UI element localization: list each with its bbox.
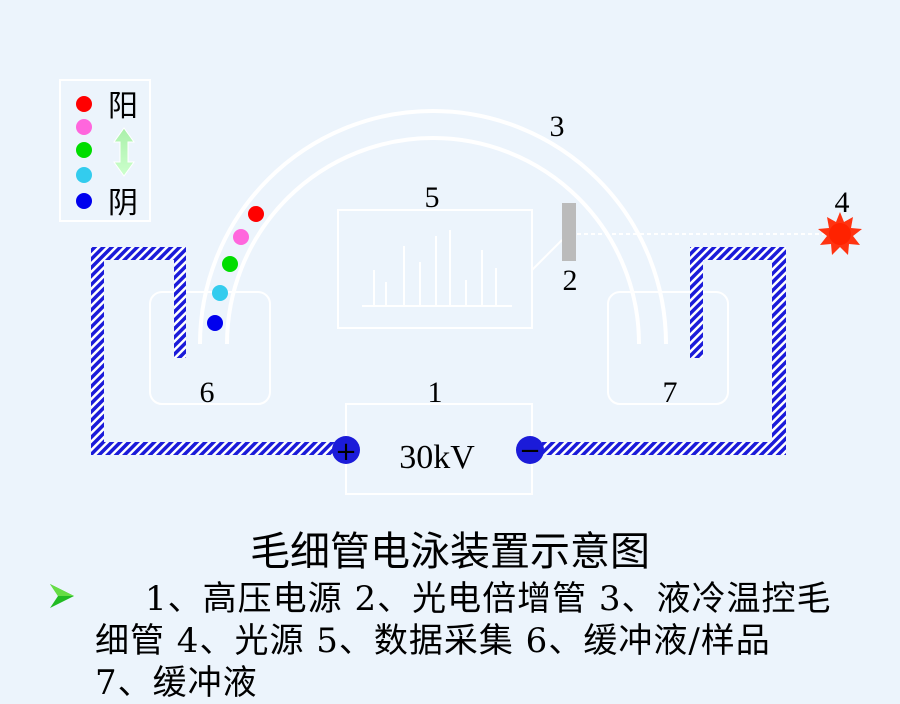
label-buffer: 7 — [663, 376, 678, 409]
sample-dot-cyan — [212, 285, 228, 301]
photomultiplier-detector — [562, 203, 576, 261]
component-legend-text: 1、高压电源 2、光电倍增管 3、液冷温控毛细管 4、光源 5、数据采集 6、缓… — [95, 579, 832, 703]
label-pmt: 2 — [563, 264, 578, 297]
legend-dot-blue — [76, 193, 92, 209]
legend-cathode-label: 阴 — [108, 186, 138, 221]
sample-dot-red — [248, 206, 264, 222]
label-light-source: 4 — [835, 186, 850, 219]
legend-anode-label: 阳 — [108, 89, 138, 124]
migration-legend: 阳 阴 — [59, 79, 151, 222]
label-capillary: 3 — [550, 110, 565, 143]
diagram-caption-title: 毛细管电泳装置示意图 — [250, 529, 650, 575]
positive-terminal: + — [332, 436, 360, 467]
arrow-bullet-icon — [50, 584, 74, 608]
data-acquisition-box — [337, 209, 563, 329]
sample-dot-pink — [233, 229, 249, 245]
capillary-tube-outer — [198, 109, 668, 345]
sample-dot-green — [222, 256, 238, 272]
negative-terminal: − — [516, 436, 544, 466]
voltage-label: 30kV — [399, 439, 475, 476]
legend-dot-pink — [76, 119, 92, 135]
capillary-electrophoresis-diagram: 阳 阴 — [59, 79, 862, 495]
electropherogram-peaks — [373, 230, 497, 306]
legend-dot-red — [76, 96, 92, 112]
label-buffer-sample: 6 — [200, 376, 215, 409]
negative-terminal-sign: − — [519, 436, 541, 466]
capillary-tube-inner — [225, 136, 641, 345]
light-source-icon — [818, 212, 862, 255]
double-arrow-icon — [113, 127, 135, 177]
label-power-supply: 1 — [428, 376, 443, 409]
buffer-vial-right — [607, 291, 729, 405]
electrode-left — [91, 247, 346, 455]
sample-dot-blue — [207, 315, 223, 331]
legend-dot-cyan — [76, 167, 92, 183]
buffer-vial-left — [149, 291, 271, 405]
label-data-acquisition: 5 — [425, 181, 440, 214]
positive-terminal-sign: + — [335, 437, 357, 467]
legend-dot-green — [76, 142, 92, 158]
